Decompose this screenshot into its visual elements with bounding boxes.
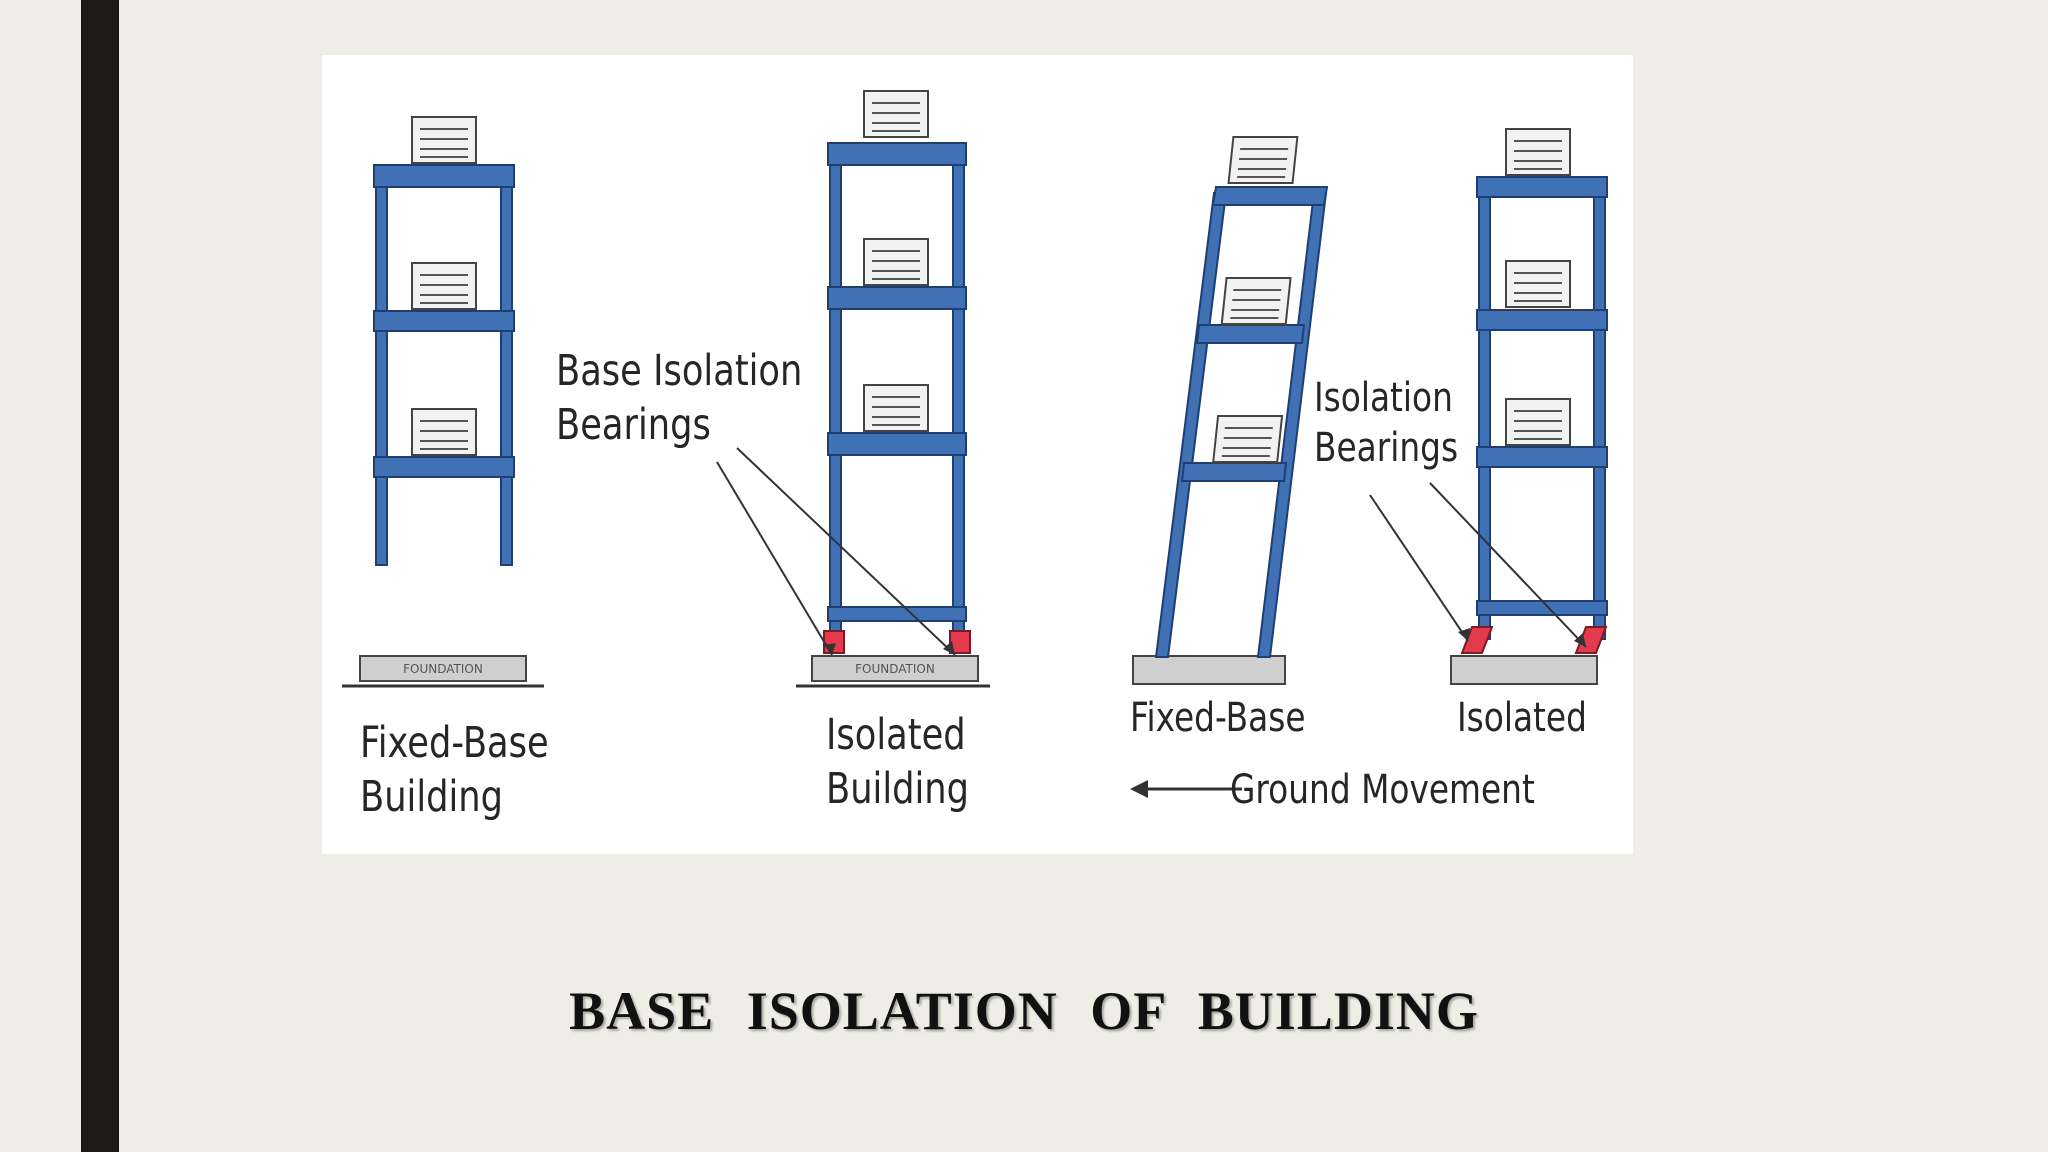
label-line: Isolated: [826, 710, 966, 760]
foundation-block: [359, 655, 527, 682]
frame-column-left: [1478, 176, 1491, 640]
label-isolated: Isolated: [1457, 695, 1587, 741]
isolation-bearing-left: [1460, 626, 1494, 654]
frame-column-right: [500, 164, 513, 566]
floor-slab: [1476, 446, 1608, 468]
isolated-building: FOUNDATION: [716, 90, 990, 688]
frame-column-left: [829, 142, 842, 644]
floor-equipment: [411, 408, 477, 456]
pointer-arrowhead: [1574, 633, 1586, 647]
label-line: Base Isolation: [556, 346, 803, 396]
floor-equipment: [411, 262, 477, 310]
label-fixed-base-building: Fixed-Base Building: [360, 717, 549, 825]
fixed-base-deformed-building: [1132, 135, 1329, 685]
diagram-canvas: FOUNDATION FOUNDATION: [342, 90, 1608, 798]
floor-equipment: [1220, 276, 1292, 326]
rooftop-equipment: [411, 116, 477, 164]
label-line: Building: [826, 763, 970, 814]
left-accent-bar: [81, 0, 119, 1152]
floor-equipment: [1505, 260, 1571, 308]
fixed-base-building: FOUNDATION: [342, 116, 544, 688]
floor-equipment: [1505, 398, 1571, 446]
label-fixed-base: Fixed-Base: [1130, 695, 1306, 741]
label-isolated-building: Isolated Building: [826, 709, 969, 817]
floor-slab: [827, 286, 967, 310]
isolation-bearing-left: [823, 630, 845, 654]
floor-slab: [1476, 309, 1608, 331]
floor-slab: [827, 432, 967, 456]
label-base-isolation-bearings: Base Isolation Bearings: [556, 345, 802, 453]
floor-equipment: [863, 238, 929, 286]
rooftop-equipment: [1505, 128, 1571, 176]
floor-slab: [373, 310, 515, 332]
isolated-moving-building: [1369, 128, 1608, 685]
label-ground-movement: Ground Movement: [1230, 767, 1535, 813]
roof-slab: [827, 142, 967, 166]
foundation-block: [811, 655, 979, 682]
floor-equipment: [1212, 414, 1284, 464]
rooftop-equipment: [863, 90, 929, 138]
pointer-line: [1429, 482, 1587, 648]
base-slab: [1476, 600, 1608, 616]
frame-column-right: [952, 142, 965, 644]
foundation-text: FOUNDATION: [855, 662, 935, 676]
isolation-bearing-right: [949, 630, 971, 654]
pointer-arrowhead: [824, 643, 836, 655]
isolation-bearing-right: [1574, 626, 1608, 654]
frame-column-left: [1154, 192, 1228, 658]
pointer-line: [736, 447, 956, 656]
floor-slab: [373, 456, 515, 478]
pointer-arrowhead: [943, 641, 955, 655]
roof-slab: [1211, 186, 1329, 206]
foundation-block: [1450, 655, 1598, 685]
pointer-line: [1369, 494, 1469, 642]
floor-slab: [1180, 462, 1288, 482]
floor-slab: [1195, 324, 1306, 344]
label-line: Fixed-Base: [360, 718, 549, 768]
base-slab: [827, 606, 967, 622]
pointer-line: [716, 461, 833, 656]
base-isolation-figure: FOUNDATION FOUNDATION: [322, 55, 1633, 854]
roof-slab: [373, 164, 515, 188]
floor-equipment: [863, 384, 929, 432]
rooftop-equipment: [1227, 135, 1299, 185]
label-line: Building: [360, 771, 504, 822]
label-line: Isolation: [1314, 375, 1453, 421]
slide-title: BASE ISOLATION OF BUILDING: [569, 981, 1479, 1041]
label-line: Bearings: [1314, 425, 1459, 471]
roof-slab: [1476, 176, 1608, 198]
foundation-block: [1132, 655, 1286, 685]
label-isolation-bearings: Isolation Bearings: [1314, 373, 1458, 473]
ground-movement-arrow: [1130, 780, 1242, 798]
foundation-text: FOUNDATION: [403, 662, 483, 676]
frame-column-right: [1593, 176, 1606, 640]
pointer-arrowhead: [1458, 628, 1470, 641]
label-line: Bearings: [556, 399, 711, 450]
frame-column-left: [375, 164, 388, 566]
